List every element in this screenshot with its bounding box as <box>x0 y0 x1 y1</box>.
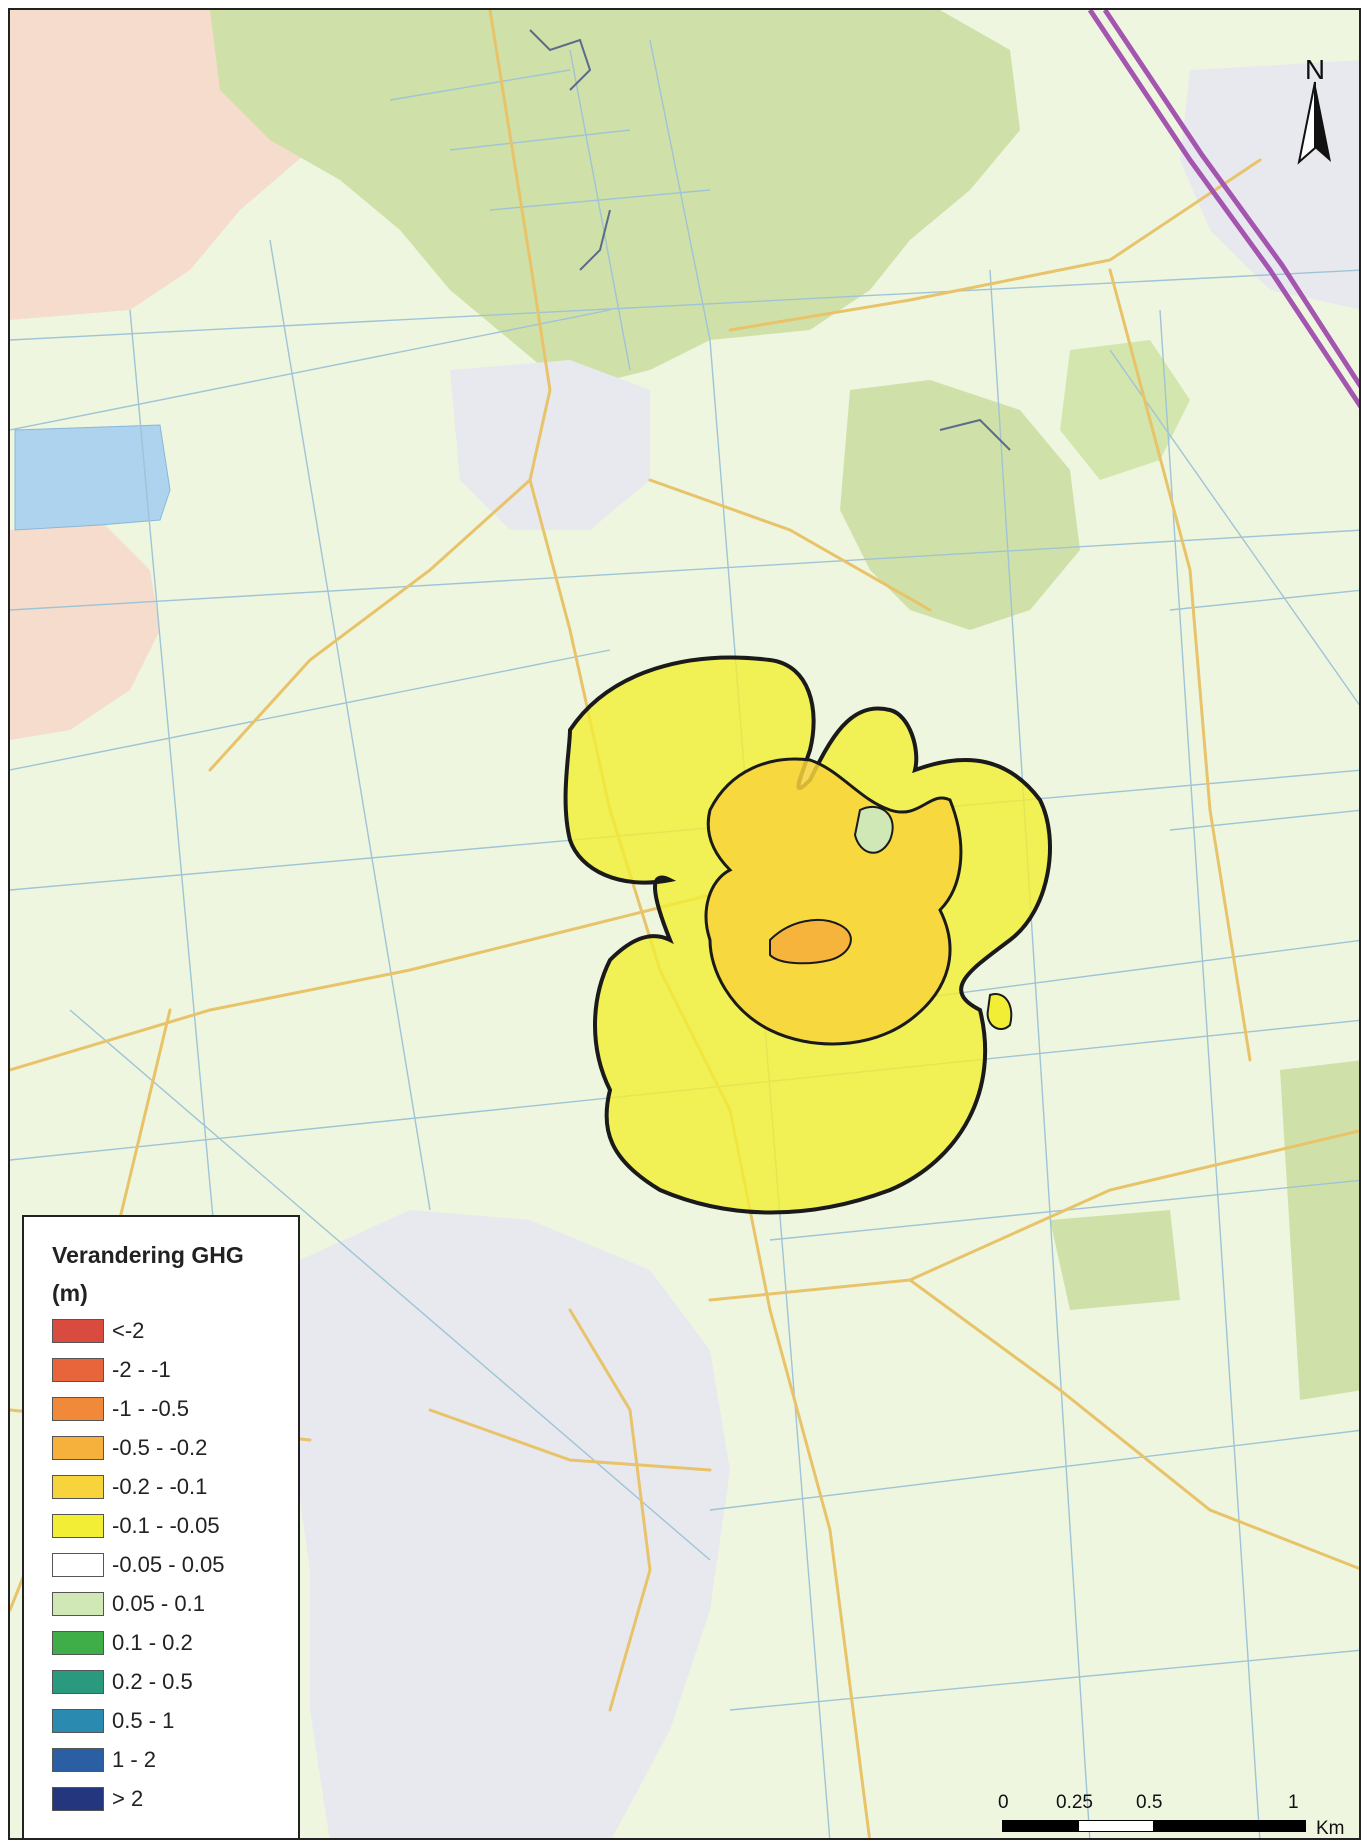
forest-centre <box>840 380 1080 630</box>
legend-swatch <box>52 1513 104 1538</box>
legend-swatch <box>52 1474 104 1499</box>
legend-swatch <box>52 1552 104 1577</box>
legend-swatch <box>52 1318 104 1343</box>
legend-swatch <box>52 1357 104 1382</box>
drawdown-zone-core <box>769 919 852 965</box>
legend-label: -0.05 - 0.05 <box>112 1551 225 1577</box>
legend-swatch <box>52 1435 104 1460</box>
scale-segment-3 <box>1154 1820 1306 1832</box>
legend-row: 0.1 - 0.2 <box>52 1623 282 1662</box>
scale-segment-2 <box>1078 1820 1154 1832</box>
legend-swatch <box>52 1630 104 1655</box>
highway <box>1087 10 1359 409</box>
legend-swatch <box>52 1747 104 1772</box>
scale-bar: 0 0.25 0.5 1 Km <box>990 1792 1350 1839</box>
legend-swatch <box>52 1669 104 1694</box>
legend-swatch <box>52 1786 104 1811</box>
legend-label: 1 - 2 <box>112 1746 157 1772</box>
forest-south-east <box>1050 1210 1180 1310</box>
scale-tick-1: 1 <box>1288 1792 1299 1813</box>
heath-area-west <box>10 520 160 740</box>
legend-label: 0.2 - 0.5 <box>112 1668 193 1694</box>
legend-row: -2 - -1 <box>52 1350 282 1389</box>
legend-title: Verandering GHG <box>52 1242 244 1268</box>
scale-tick-05: 0.5 <box>1136 1792 1163 1813</box>
legend-row: -0.1 - -0.05 <box>52 1506 282 1545</box>
map-frame[interactable]: N Verandering GHG (m) <-2 -2 - -1 -1 - -0.… <box>8 8 1361 1840</box>
legend-label: -0.1 - -0.05 <box>112 1512 220 1538</box>
scale-segment-1 <box>1002 1820 1078 1832</box>
scale-tick-025: 0.25 <box>1056 1792 1093 1813</box>
legend-label: 0.1 - 0.2 <box>112 1629 193 1655</box>
north-label: N <box>1304 54 1326 85</box>
legend-rows: <-2 -2 - -1 -1 - -0.5 -0.5 - -0.2 -0.2 - -0.… <box>52 1311 282 1818</box>
north-arrow-icon <box>1297 81 1331 165</box>
legend-row: <-2 <box>52 1311 282 1350</box>
legend-label: 0.05 - 0.1 <box>112 1590 205 1616</box>
legend-swatch <box>52 1708 104 1733</box>
legend-label: -2 - -1 <box>112 1356 171 1382</box>
legend-swatch <box>52 1591 104 1616</box>
no-change-patch-east <box>986 993 1013 1030</box>
streams <box>529 29 1011 451</box>
legend-label: -1 - -0.5 <box>112 1395 190 1421</box>
legend-row: 1 - 2 <box>52 1740 282 1779</box>
legend-row: -0.05 - 0.05 <box>52 1545 282 1584</box>
legend-row: 0.2 - 0.5 <box>52 1662 282 1701</box>
legend-unit: (m) <box>52 1280 88 1306</box>
legend-row: > 2 <box>52 1779 282 1818</box>
town-south-west <box>290 1210 730 1838</box>
legend-row: -0.5 - -0.2 <box>52 1428 282 1467</box>
legend-label: 0.5 - 1 <box>112 1707 175 1733</box>
scale-tick-0: 0 <box>998 1792 1009 1813</box>
legend-label: -0.2 - -0.1 <box>112 1473 208 1499</box>
scale-unit: Km <box>1316 1818 1345 1839</box>
legend-label: > 2 <box>112 1785 144 1811</box>
forest-north <box>210 10 1020 390</box>
legend-row: -1 - -0.5 <box>52 1389 282 1428</box>
drawdown-zone-inner <box>704 757 963 1046</box>
legend-swatch <box>52 1396 104 1421</box>
legend-label: -0.5 - -0.2 <box>112 1434 208 1460</box>
no-change-patch <box>853 805 894 854</box>
legend-row: -0.2 - -0.1 <box>52 1467 282 1506</box>
lake <box>14 424 171 531</box>
legend-label: <-2 <box>112 1317 145 1343</box>
legend-row: 0.05 - 0.1 <box>52 1584 282 1623</box>
village-north <box>450 360 650 530</box>
legend-row: 0.5 - 1 <box>52 1701 282 1740</box>
map-legend: Verandering GHG (m) <-2 -2 - -1 -1 - -0.5 -… <box>22 1215 300 1838</box>
